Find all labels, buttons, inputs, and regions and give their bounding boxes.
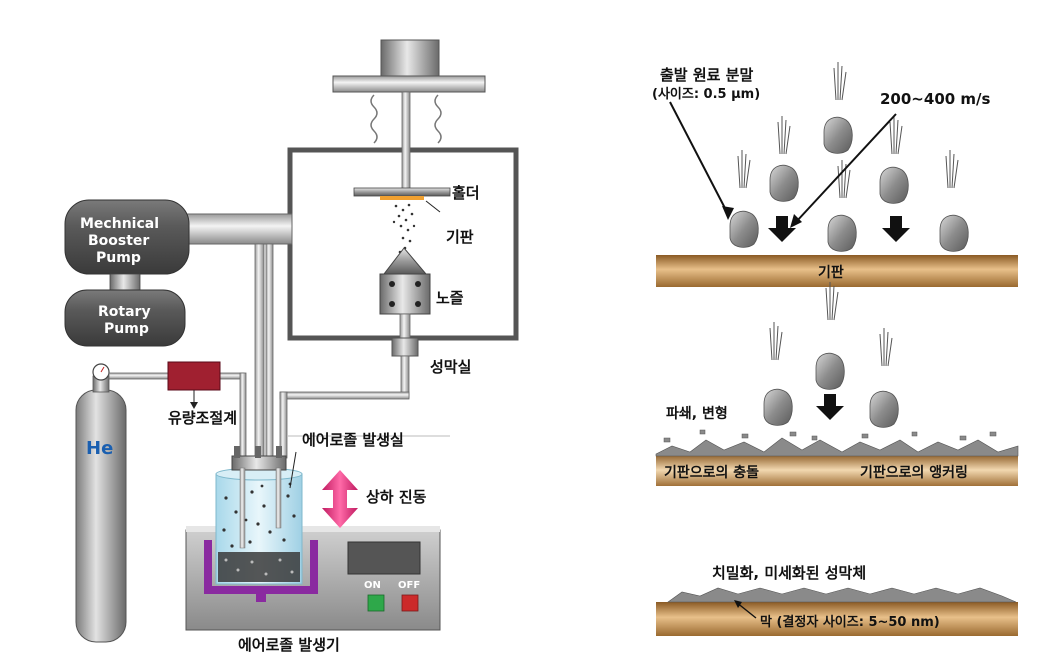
vibration-arrow — [322, 470, 358, 528]
aerosol-chamber-vessel — [215, 446, 303, 585]
particle-icon — [769, 164, 799, 202]
down-arrow-icon — [768, 216, 796, 242]
substrate-label-right: 기판 — [818, 265, 844, 281]
stage-dense-film — [656, 587, 1018, 636]
particle-streak-7 — [769, 321, 783, 361]
particle-icon — [879, 166, 909, 204]
powder-label-2: (사이즈: 0.5 μm) — [652, 86, 760, 102]
particle-icon — [869, 390, 899, 428]
flow-controller-label: 유량조절계 — [168, 409, 237, 427]
particle-streak-9 — [879, 327, 893, 367]
stage-impact — [656, 61, 1018, 287]
particle-streak-2 — [777, 115, 791, 155]
flow-controller — [167, 361, 221, 391]
particle-icon — [729, 210, 759, 248]
substrate-strip — [380, 196, 424, 200]
booster-pump-label-3: Pump — [96, 250, 141, 266]
booster-pump-label-1: Mechnical — [80, 216, 159, 232]
gas-label: He — [86, 438, 113, 459]
down-arrow-icon — [882, 216, 910, 242]
off-label: OFF — [398, 580, 420, 591]
chamber-label: 성막실 — [430, 358, 471, 376]
fracture-label: 파쇄, 변형 — [666, 405, 728, 422]
holder-label: 홀더 — [452, 184, 480, 202]
rotary-pump-label-2: Pump — [104, 321, 149, 337]
anchoring-label: 기판으로의 앵커링 — [860, 464, 968, 481]
holder-plate — [353, 187, 451, 197]
particle-streak-6 — [945, 149, 959, 189]
vibration-label: 상하 진동 — [366, 488, 427, 506]
down-arrow-icon — [816, 394, 844, 420]
stage-anchoring — [655, 281, 1019, 486]
rotary-pump — [64, 289, 186, 347]
particle-icon — [815, 352, 845, 390]
particle-icon — [939, 214, 969, 252]
top-flange — [332, 39, 486, 144]
particle-streak-1 — [737, 149, 751, 189]
helium-cylinder — [75, 363, 247, 643]
aerosol-deposition-apparatus: Mechnical Booster Pump Rotary Pump He 홀더… — [64, 39, 519, 654]
particle-streak-8 — [825, 281, 839, 321]
substrate-bar-2 — [656, 454, 1018, 486]
substrate-label: 기판 — [446, 228, 474, 246]
speed-label: 200~400 m/s — [880, 90, 991, 108]
powder-label-1: 출발 원료 분말 — [660, 66, 753, 84]
particle-icon — [827, 214, 857, 252]
particle-streak-5 — [889, 115, 903, 155]
nozzle — [379, 247, 431, 341]
generator-label: 에어로졸 발생기 — [238, 636, 340, 654]
film-label: 막 (결정자 사이즈: 5~50 nm) — [760, 614, 940, 630]
particle-icon — [763, 388, 793, 426]
collision-label: 기판으로의 충돌 — [664, 464, 759, 481]
particle-icon — [823, 116, 853, 154]
particle-streak-3 — [833, 61, 847, 101]
rotary-pump-label-1: Rotary — [98, 304, 151, 320]
nozzle-label: 노즐 — [436, 289, 464, 307]
substrate-bar-1 — [656, 255, 1018, 287]
on-label: ON — [364, 580, 381, 591]
aerosol-room-label: 에어로졸 발생실 — [302, 431, 404, 449]
deposition-mechanism-panel: 출발 원료 분말 (사이즈: 0.5 μm) 200~400 m/s 파쇄, 변… — [652, 61, 1019, 636]
substrate-bar-3 — [656, 602, 1018, 636]
booster-pump-label-2: Booster — [88, 233, 149, 249]
dense-film-label: 치밀화, 미세화된 성막체 — [712, 564, 866, 582]
